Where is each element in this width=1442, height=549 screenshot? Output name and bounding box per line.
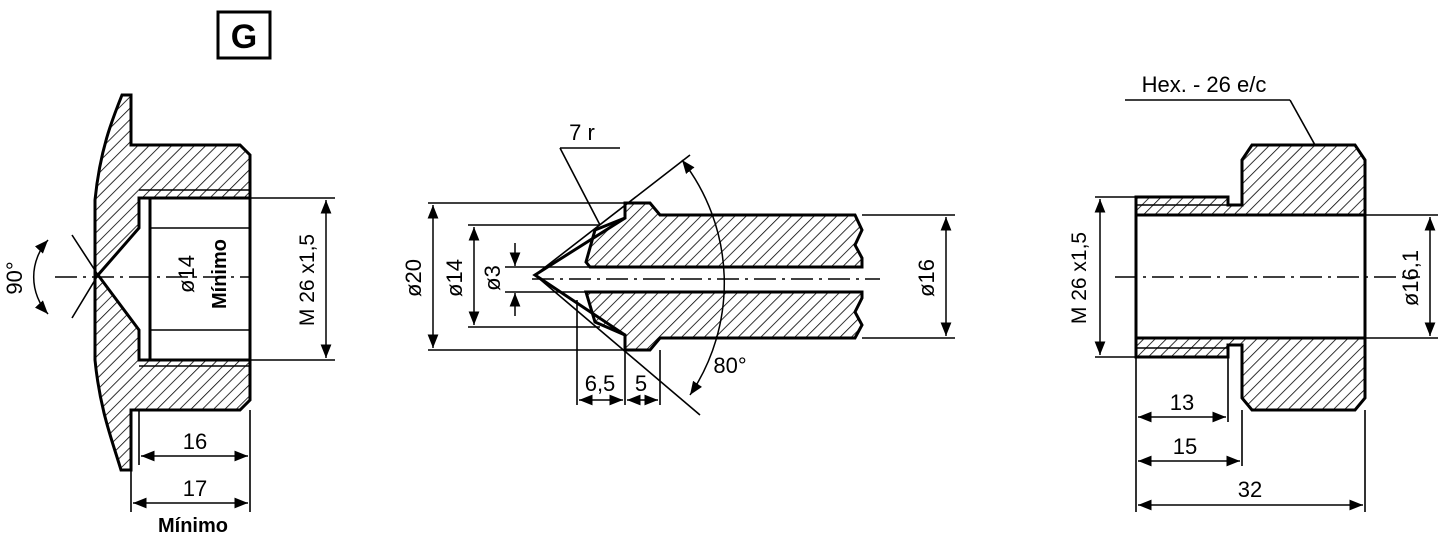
middle-view: ø20 ø14 ø3 ø16 7 r 80° 6,5 5 <box>401 120 955 416</box>
right-len-a: 13 <box>1170 390 1194 415</box>
middle-dia-hole: ø3 <box>480 265 505 291</box>
left-thread-label: M 26 x1,5 <box>296 234 319 326</box>
middle-dia-mid: ø14 <box>442 259 467 297</box>
left-bore-note: Mínimo <box>209 239 231 309</box>
left-dim-inner: 16 <box>183 429 207 454</box>
left-dim-outer-note: Mínimo <box>158 515 228 537</box>
right-thread-label: M 26 x1,5 <box>1068 232 1091 324</box>
right-len-b: 15 <box>1173 434 1197 459</box>
middle-dia-shank: ø16 <box>914 259 939 297</box>
left-view: 90° ø14 Mínimo M 26 x1,5 16 17 Mínimo <box>2 93 335 537</box>
right-hex-label: Hex. - 26 e/c <box>1142 72 1267 97</box>
view-badge: G <box>216 10 272 60</box>
left-bore-diameter: ø14 <box>174 255 199 293</box>
left-angle-label: 90° <box>2 261 27 294</box>
left-section-body <box>93 93 252 472</box>
middle-len-b: 5 <box>635 371 647 396</box>
middle-radius-label: 7 r <box>569 120 595 145</box>
right-bore-label: ø16,1 <box>1398 250 1423 306</box>
left-dim-outer: 17 <box>183 476 207 501</box>
middle-angle-label: 80° <box>713 353 746 378</box>
middle-dia-outer: ø20 <box>401 259 426 297</box>
badge-letter: G <box>231 18 257 56</box>
middle-section-upper <box>584 201 864 269</box>
right-len-total: 32 <box>1238 477 1262 502</box>
right-view: Hex. - 26 e/c M 26 x1,5 ø16,1 13 15 32 <box>1068 72 1438 512</box>
middle-len-a: 6,5 <box>585 371 616 396</box>
right-section-lower <box>1134 336 1367 412</box>
